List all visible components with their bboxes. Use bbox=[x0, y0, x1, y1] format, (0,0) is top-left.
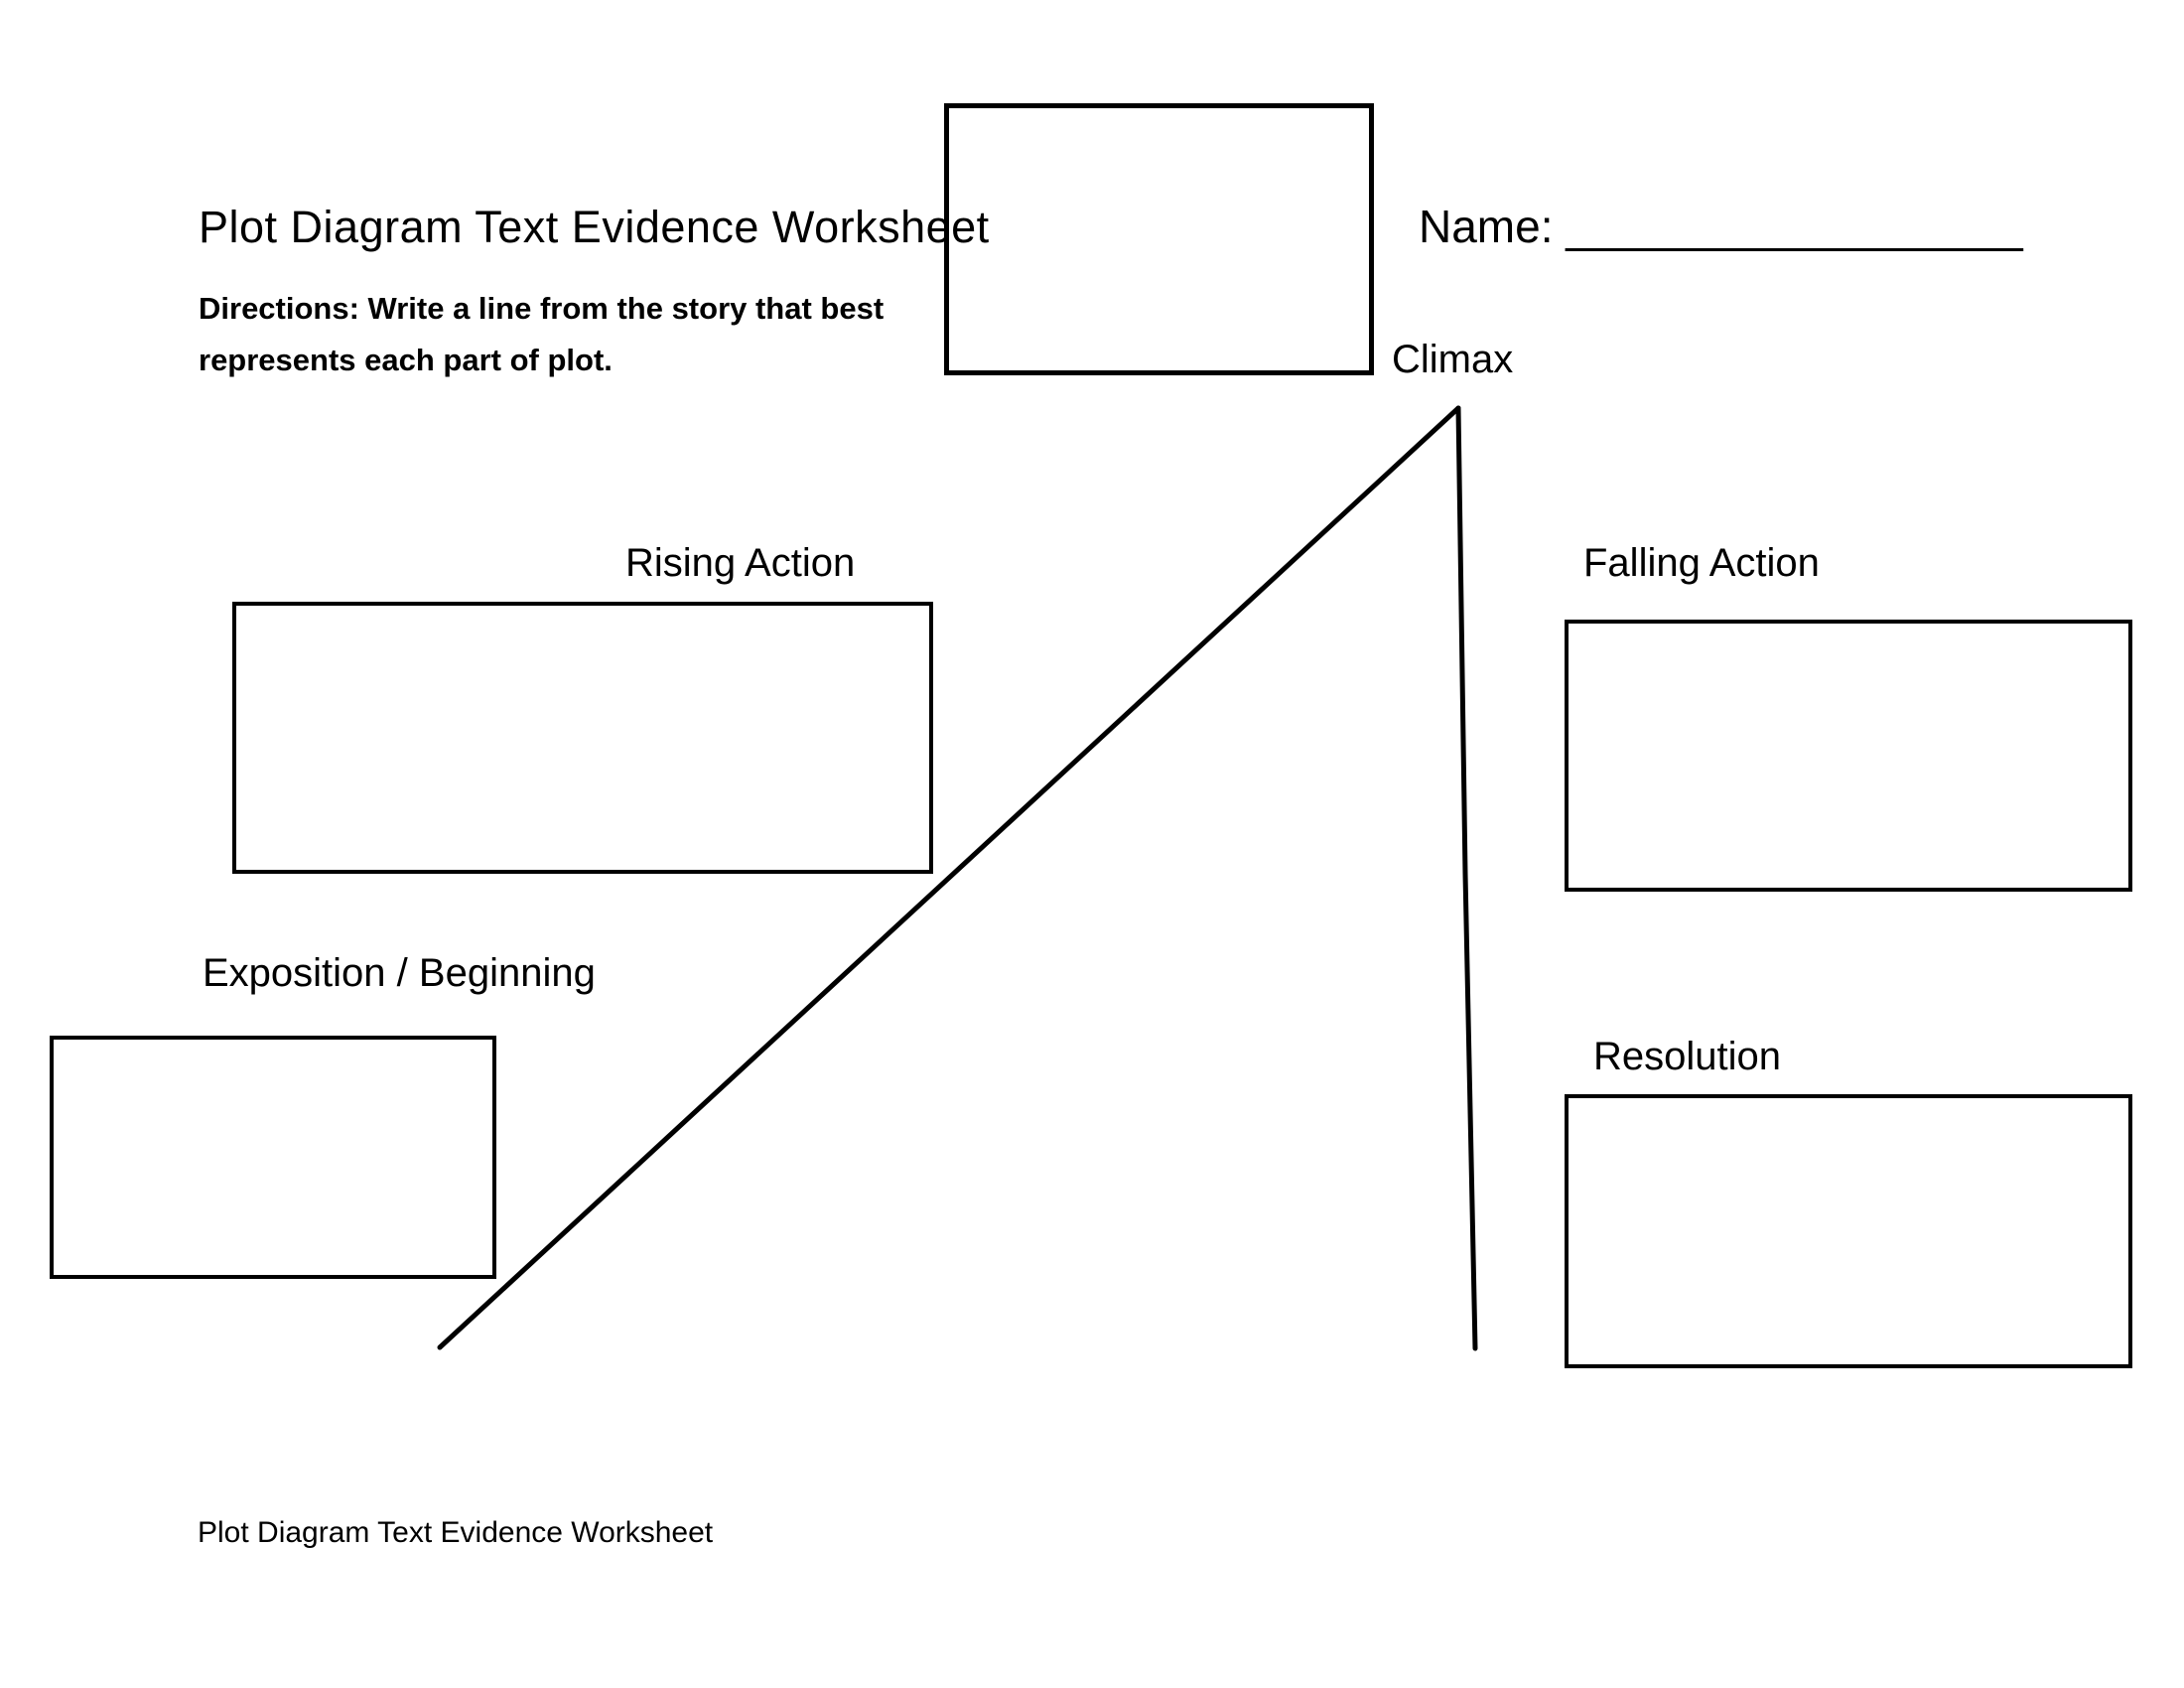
rising-action-label: Rising Action bbox=[625, 541, 856, 585]
exposition-label: Exposition / Beginning bbox=[203, 951, 596, 995]
climax-answer-box[interactable] bbox=[944, 103, 1374, 375]
climax-label: Climax bbox=[1392, 338, 1514, 381]
directions-text-line1: Directions: Write a line from the story … bbox=[199, 291, 885, 326]
exposition-answer-box[interactable] bbox=[50, 1036, 496, 1279]
resolution-label: Resolution bbox=[1593, 1035, 1782, 1078]
name-field-line[interactable]: __________________ bbox=[1566, 201, 2023, 252]
footer-title: Plot Diagram Text Evidence Worksheet bbox=[198, 1516, 714, 1549]
name-label: Name: bbox=[1419, 201, 1554, 252]
directions-text-line2: represents each part of plot. bbox=[199, 343, 613, 377]
falling-action-label: Falling Action bbox=[1583, 541, 1820, 585]
rising-action-line bbox=[437, 405, 1461, 1350]
rising-action-answer-box[interactable] bbox=[232, 602, 933, 874]
page-title: Plot Diagram Text Evidence Worksheet bbox=[199, 202, 990, 252]
resolution-answer-box[interactable] bbox=[1565, 1094, 2132, 1368]
falling-action-line bbox=[1455, 405, 1478, 1351]
falling-action-answer-box[interactable] bbox=[1565, 620, 2132, 892]
name-row: Name: __________________ bbox=[1419, 200, 2023, 253]
